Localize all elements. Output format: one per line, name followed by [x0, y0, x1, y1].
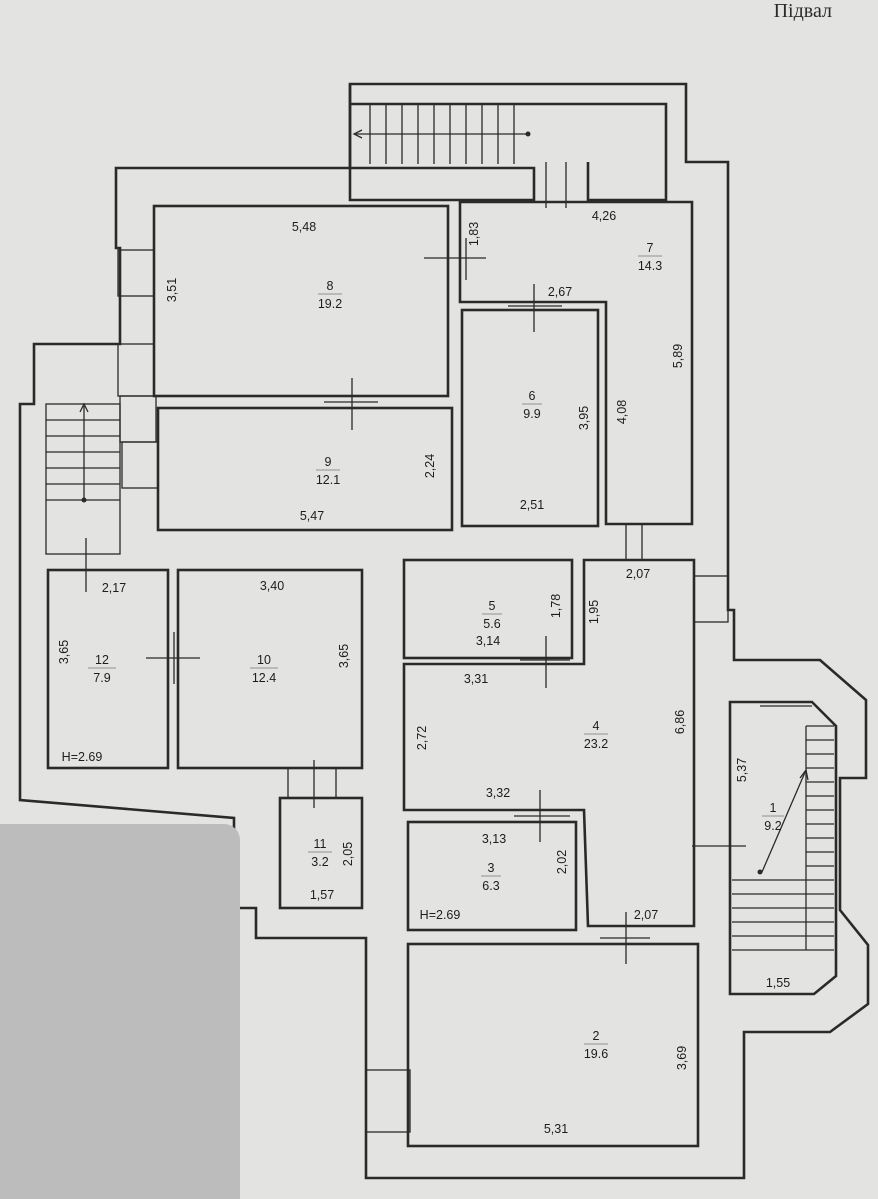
svg-text:19.2: 19.2	[318, 297, 342, 311]
room-1-walls	[728, 700, 838, 996]
svg-text:1,95: 1,95	[587, 600, 601, 624]
svg-text:11: 11	[314, 837, 327, 851]
svg-text:4,08: 4,08	[615, 400, 629, 424]
room-3-walls	[406, 820, 578, 932]
room-7-walls	[458, 200, 694, 526]
redacted-area	[0, 824, 240, 1199]
room-8-walls	[152, 204, 450, 398]
svg-text:1,78: 1,78	[549, 594, 563, 618]
room-label-10: 10 12.4	[250, 653, 278, 685]
room-label-1: 19.2	[762, 801, 784, 833]
svg-text:3: 3	[488, 861, 495, 875]
svg-text:7: 7	[647, 241, 654, 255]
stairs-right	[732, 705, 834, 951]
room-label-4: 423.2	[584, 719, 608, 751]
svg-text:6.3: 6.3	[482, 879, 499, 893]
svg-text:10: 10	[257, 653, 271, 667]
svg-text:2,67: 2,67	[548, 285, 572, 299]
room-2-walls	[406, 942, 700, 1148]
svg-text:9.2: 9.2	[764, 819, 781, 833]
plan-title: Підвал	[773, 0, 832, 22]
svg-text:3,40: 3,40	[260, 579, 284, 593]
svg-text:14.3: 14.3	[638, 259, 662, 273]
outer-walls	[18, 82, 870, 1180]
room-label-7: 714.3	[638, 241, 662, 273]
svg-text:3,14: 3,14	[476, 634, 500, 648]
svg-text:1,57: 1,57	[310, 888, 334, 902]
svg-text:2,07: 2,07	[634, 908, 658, 922]
svg-text:4: 4	[593, 719, 600, 733]
svg-text:6,86: 6,86	[673, 710, 687, 734]
svg-text:12.4: 12.4	[252, 671, 276, 685]
svg-text:1,55: 1,55	[766, 976, 790, 990]
room-walls	[46, 200, 838, 1148]
svg-text:3,31: 3,31	[464, 672, 488, 686]
room-labels: 19.2 219.6 36.3 423.2 55.6 69.9 714.3 81…	[88, 241, 784, 1061]
room-4-walls	[402, 558, 696, 928]
room-12-walls	[46, 568, 170, 770]
svg-text:9.9: 9.9	[523, 407, 540, 421]
room-label-6: 69.9	[522, 389, 542, 421]
svg-text:12.1: 12.1	[316, 473, 340, 487]
room-label-12: 127.9	[88, 653, 116, 685]
svg-text:12: 12	[95, 653, 109, 667]
svg-text:8: 8	[327, 279, 334, 293]
room-10-walls	[176, 568, 364, 770]
svg-text:5,47: 5,47	[300, 509, 324, 523]
svg-text:2,02: 2,02	[555, 850, 569, 874]
room-label-2: 219.6	[584, 1029, 608, 1061]
svg-text:19.6: 19.6	[584, 1047, 608, 1061]
svg-text:7.9: 7.9	[93, 671, 110, 685]
room-label-8: 819.2	[318, 279, 342, 311]
room-11-walls	[278, 796, 364, 910]
room-5-walls	[402, 558, 574, 660]
svg-text:9: 9	[325, 455, 332, 469]
room-6-walls	[460, 308, 600, 528]
openings	[33, 162, 746, 1133]
svg-text:23.2: 23.2	[584, 737, 608, 751]
svg-text:5,31: 5,31	[544, 1122, 568, 1136]
svg-text:3,65: 3,65	[337, 644, 351, 668]
svg-text:3,51: 3,51	[165, 278, 179, 302]
svg-text:3.2: 3.2	[311, 855, 328, 869]
svg-text:5,48: 5,48	[292, 220, 316, 234]
svg-text:2,72: 2,72	[415, 726, 429, 750]
svg-text:2,17: 2,17	[102, 581, 126, 595]
room-label-3: 36.3	[481, 861, 501, 893]
dimension-labels: 5,48 1,83 3,51 4,26 2,67 5,89 4,08 3,95 …	[57, 209, 790, 1136]
svg-text:6: 6	[529, 389, 536, 403]
svg-text:2,51: 2,51	[520, 498, 544, 512]
room-label-5: 55.6	[482, 599, 502, 631]
svg-text:2: 2	[593, 1029, 600, 1043]
svg-text:3,13: 3,13	[482, 832, 506, 846]
svg-text:1,83: 1,83	[467, 222, 481, 246]
svg-text:1: 1	[770, 801, 777, 815]
svg-text:3,95: 3,95	[577, 406, 591, 430]
svg-text:5,89: 5,89	[671, 344, 685, 368]
svg-text:3,32: 3,32	[486, 786, 510, 800]
svg-text:5.6: 5.6	[483, 617, 500, 631]
svg-text:H=2.69: H=2.69	[62, 750, 103, 764]
stairs-top	[352, 104, 531, 164]
svg-text:5: 5	[489, 599, 496, 613]
svg-text:5,37: 5,37	[735, 758, 749, 782]
svg-text:3,69: 3,69	[675, 1046, 689, 1070]
svg-text:H=2.69: H=2.69	[420, 908, 461, 922]
room-label-9: 912.1	[316, 455, 340, 487]
svg-text:2,07: 2,07	[626, 567, 650, 581]
svg-text:4,26: 4,26	[592, 209, 616, 223]
svg-text:2,05: 2,05	[341, 842, 355, 866]
room-label-11: 113.2	[308, 837, 332, 869]
svg-text:2,24: 2,24	[423, 454, 437, 478]
svg-text:3,65: 3,65	[57, 640, 71, 664]
stairs-left	[45, 402, 121, 555]
